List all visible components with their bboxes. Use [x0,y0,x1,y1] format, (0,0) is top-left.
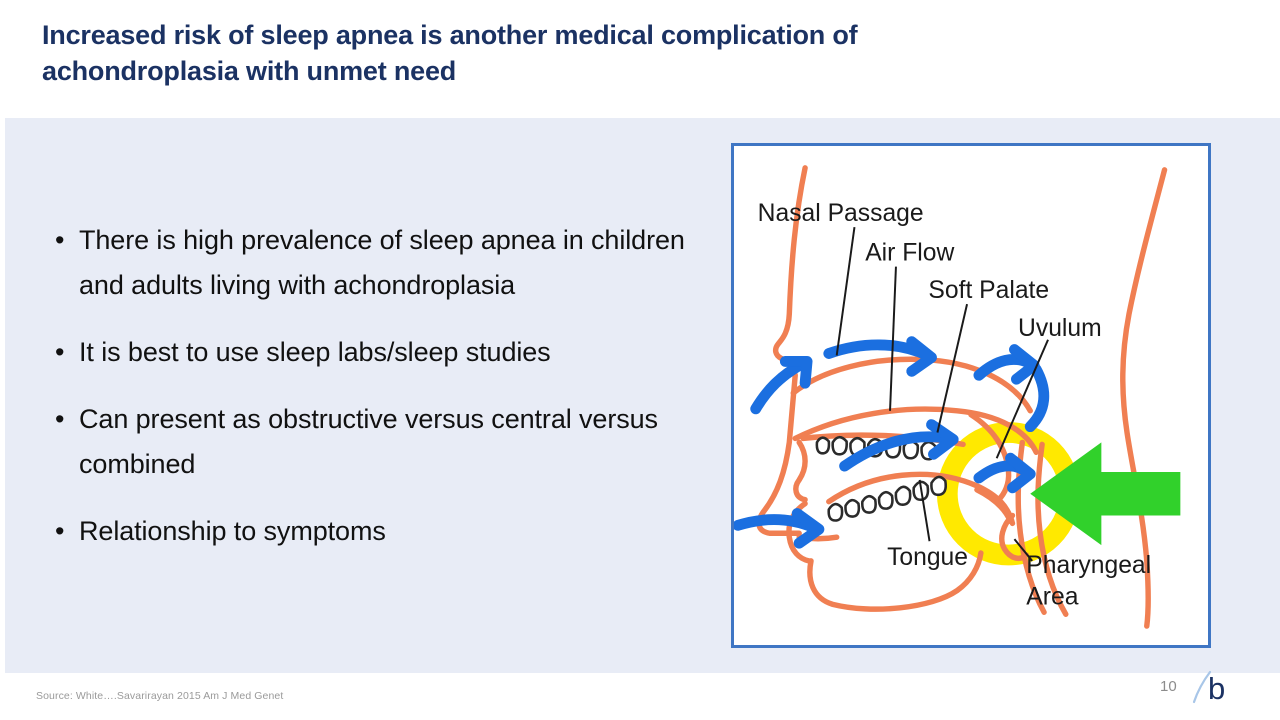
label-pharyngeal-area-line1: Pharyngeal [1026,552,1151,579]
brand-letter: b [1208,671,1226,706]
lower-teeth-icon [827,475,947,522]
page-title: Increased risk of sleep apnea is another… [42,20,858,86]
obstruction-pointer-arrow-icon [1030,442,1181,546]
bullet-list: • There is high prevalence of sleep apne… [49,218,709,576]
list-item: • It is best to use sleep labs/sleep stu… [49,330,709,375]
airway-anatomy-diagram: Nasal Passage Air Flow Soft Palate Uvulu… [734,165,1181,629]
label-air-flow: Air Flow [865,240,954,267]
brand-logo: b [1192,668,1240,710]
brand-swoosh-icon [1192,670,1212,704]
label-uvulum: Uvulum [1018,315,1102,342]
bullet-marker-icon: • [55,404,65,434]
list-item: • There is high prevalence of sleep apne… [49,218,709,308]
page-number: 10 [1160,678,1177,695]
list-item: • Relationship to symptoms [49,509,709,554]
source-citation: Source: White….Savarirayan 2015 Am J Med… [36,690,284,702]
airflow-arrows-icon [734,336,1050,549]
bullet-text: It is best to use sleep labs/sleep studi… [79,337,551,367]
bullet-marker-icon: • [55,225,65,255]
bullet-text: There is high prevalence of sleep apnea … [79,225,685,300]
label-nasal-passage: Nasal Passage [758,200,924,227]
bullet-marker-icon: • [55,516,65,546]
label-leader-lines-icon [835,226,1049,562]
airway-anatomy-figure: Nasal Passage Air Flow Soft Palate Uvulu… [731,143,1211,648]
bullet-marker-icon: • [55,337,65,367]
bullet-text: Relationship to symptoms [79,516,386,546]
label-soft-palate: Soft Palate [928,277,1049,304]
label-pharyngeal-area-line2: Area [1026,583,1078,610]
label-tongue: Tongue [887,544,968,571]
list-item: • Can present as obstructive versus cent… [49,397,709,487]
bullet-text: Can present as obstructive versus centra… [79,404,658,479]
